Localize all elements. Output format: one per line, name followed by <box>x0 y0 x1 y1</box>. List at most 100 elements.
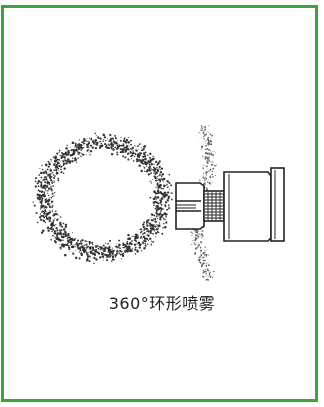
spray-speck <box>162 227 164 229</box>
spray-speck <box>141 149 143 152</box>
spray-speck <box>53 219 55 220</box>
spray-speck <box>51 204 54 207</box>
mist-speck <box>207 137 209 139</box>
spray-speck <box>40 231 44 234</box>
spray-speck <box>129 147 132 150</box>
spray-speck <box>130 156 132 158</box>
spray-speck <box>141 147 143 149</box>
mist-speck <box>194 251 197 254</box>
spray-speck <box>143 232 145 235</box>
spray-speck <box>155 228 159 231</box>
spray-speck <box>114 137 118 140</box>
mist-speck <box>206 156 208 158</box>
spray-speck <box>144 170 146 173</box>
spray-speck <box>143 145 147 148</box>
spray-speck <box>166 221 168 223</box>
spray-speck <box>44 176 47 179</box>
spray-speck <box>138 143 141 145</box>
mist-speck <box>209 143 211 145</box>
spray-speck <box>156 224 158 226</box>
spray-speck <box>135 146 137 148</box>
mist-speck <box>201 237 203 239</box>
spray-speck <box>80 144 83 147</box>
mist-speck <box>202 155 204 157</box>
spray-speck <box>142 242 145 245</box>
spray-speck <box>155 160 158 163</box>
spray-speck <box>64 235 67 238</box>
mist-speck <box>200 149 202 151</box>
mist-speck <box>194 253 196 255</box>
spray-speck <box>110 260 113 262</box>
spray-speck <box>78 151 81 154</box>
spray-speck <box>159 211 161 213</box>
spray-speck <box>57 237 60 240</box>
spray-speck <box>137 152 140 155</box>
spray-speck <box>44 215 47 218</box>
mist-speck <box>207 131 208 133</box>
spray-speck <box>60 248 62 250</box>
spray-speck <box>114 141 118 145</box>
spray-speck <box>79 251 81 253</box>
spray-speck <box>145 234 147 236</box>
spray-speck <box>143 167 146 169</box>
spray-speck <box>165 216 167 218</box>
spray-speck <box>158 184 162 187</box>
spray-speck <box>75 249 77 251</box>
spray-speck <box>112 144 114 146</box>
mist-speck <box>190 231 192 233</box>
spray-speck <box>104 143 107 146</box>
spray-speck <box>109 247 111 249</box>
mist-speck <box>210 143 213 146</box>
spray-speck <box>49 168 51 170</box>
spray-speck <box>48 205 51 208</box>
spray-speck <box>41 202 43 204</box>
spray-speck <box>92 248 95 250</box>
spray-speck <box>86 259 89 262</box>
spray-speck <box>49 211 52 214</box>
spray-speck <box>160 177 162 180</box>
spray-speck <box>151 179 153 180</box>
mist-speck <box>212 181 213 183</box>
mist-speck <box>199 179 201 181</box>
spray-speck <box>144 244 147 247</box>
ring-spray-icon <box>32 132 173 265</box>
mist-speck <box>211 154 213 156</box>
spray-speck <box>74 144 77 147</box>
spray-speck <box>41 201 43 203</box>
mist-speck <box>202 269 205 272</box>
spray-speck <box>154 229 156 231</box>
spray-speck <box>57 167 60 170</box>
spray-speck <box>149 158 153 162</box>
mist-speck <box>192 240 193 242</box>
mist-speck <box>205 173 207 175</box>
spray-speck <box>147 239 150 241</box>
spray-speck <box>88 240 91 244</box>
spray-speck <box>41 197 44 200</box>
spray-speck <box>72 150 76 153</box>
mist-speck <box>201 252 203 253</box>
spray-speck <box>140 236 142 239</box>
spray-speck <box>58 214 60 216</box>
spray-speck <box>111 141 113 143</box>
spray-speck <box>156 230 159 234</box>
spray-speck <box>47 160 50 163</box>
spray-speck <box>78 257 81 260</box>
spray-speck <box>153 204 155 207</box>
mist-speck <box>203 156 205 158</box>
spray-speck <box>70 149 73 152</box>
spray-speck <box>166 199 169 202</box>
spray-speck <box>135 158 139 161</box>
mist-speck <box>206 187 208 190</box>
mist-speck <box>206 147 209 150</box>
spray-speck <box>126 242 129 245</box>
spray-speck <box>105 139 107 142</box>
spray-speck <box>166 180 169 183</box>
mist-speck <box>206 174 207 176</box>
spray-speck <box>86 257 89 260</box>
spray-speck <box>161 178 163 180</box>
spray-speck <box>44 210 47 213</box>
mist-speck <box>201 230 204 232</box>
spray-speck <box>155 186 157 188</box>
mist-speck <box>208 125 210 127</box>
spray-speck <box>64 233 67 236</box>
